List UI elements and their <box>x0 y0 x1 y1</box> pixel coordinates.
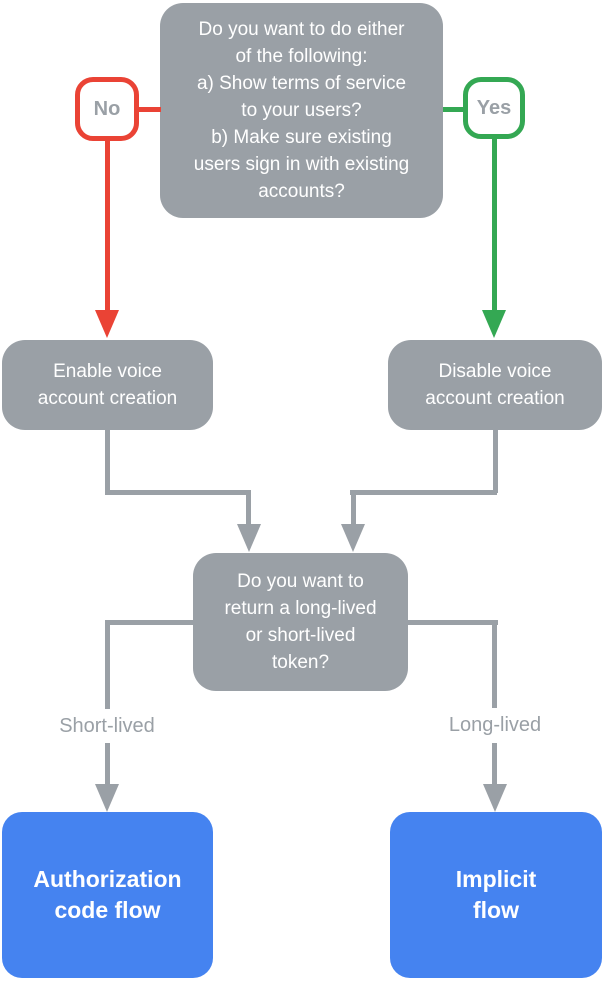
disable-connector-vertical <box>492 429 498 493</box>
implicit-flow-node: Implicit flow <box>390 812 602 978</box>
enable-connector-vertical <box>105 429 110 493</box>
arrow-down-icon <box>95 784 119 812</box>
no-connector-vertical <box>104 140 110 312</box>
yes-badge: Yes <box>463 77 525 139</box>
short-branch-horizontal <box>105 620 193 625</box>
arrow-down-icon <box>341 524 365 552</box>
enable-connector-horizontal <box>105 490 251 495</box>
authorization-code-flow-node: Authorization code flow <box>2 812 213 978</box>
enable-connector-drop <box>246 490 251 526</box>
short-branch-vertical <box>104 620 110 786</box>
root-question-node: Do you want to do either of the followin… <box>160 3 443 218</box>
disable-connector-drop <box>350 490 356 526</box>
yes-connector-vertical <box>491 138 497 312</box>
disable-connector-horizontal <box>350 490 497 495</box>
no-connector-horizontal <box>138 107 161 112</box>
yes-connector-horizontal <box>443 107 464 112</box>
short-lived-label: Short-lived <box>22 709 192 743</box>
token-question-node: Do you want to return a long-lived or sh… <box>193 553 408 691</box>
arrow-down-icon <box>482 310 506 338</box>
arrow-down-icon <box>483 784 507 812</box>
arrow-down-icon <box>236 524 261 552</box>
disable-voice-node: Disable voice account creation <box>388 340 602 430</box>
no-badge: No <box>75 77 139 141</box>
long-branch-vertical <box>492 620 497 786</box>
arrow-down-icon <box>95 310 119 338</box>
long-lived-label: Long-lived <box>410 708 580 743</box>
long-branch-horizontal <box>408 620 498 625</box>
enable-voice-node: Enable voice account creation <box>2 340 213 430</box>
